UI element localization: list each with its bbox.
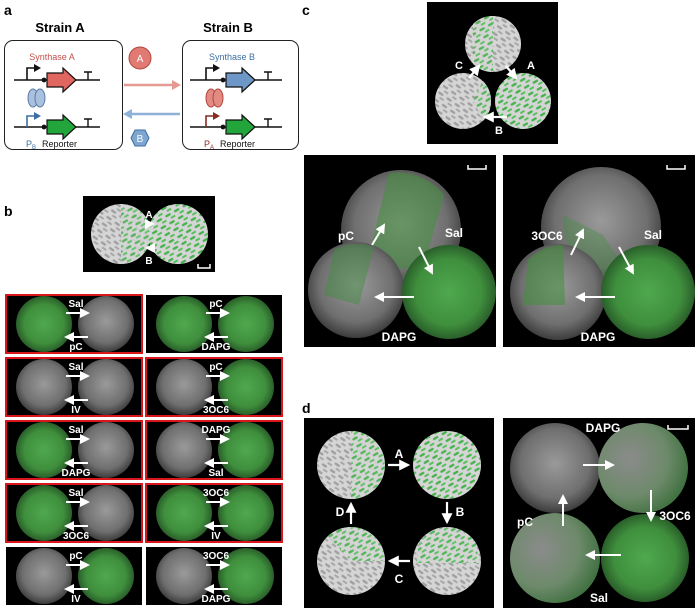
signal-a-label: A (137, 54, 144, 65)
tile-label-bottom: IV (71, 405, 81, 416)
strain-a-reporter-label: Reporter (42, 139, 77, 149)
panel-b-tile: Sal 3OC6 (5, 483, 143, 543)
schematic-b-label-bottom: B (145, 256, 152, 267)
tile-label-bottom: pC (69, 342, 82, 353)
signal-b-label: B (137, 134, 144, 145)
strain-a-receptor-icon (27, 88, 46, 108)
panel-b-tile: Sal pC (5, 294, 143, 354)
panel-a-letter: a (4, 2, 12, 18)
strain-b-reporter-label: Reporter (220, 139, 255, 149)
schematic-d-label-a: A (395, 447, 404, 461)
panel-b-letter: b (4, 203, 13, 219)
schematic-d-label-d: D (336, 505, 345, 519)
panel-c-photo-right: 3OC6 Sal DAPG (503, 155, 695, 347)
schematic-c-label-a: A (527, 60, 535, 72)
signal-a-circle (128, 46, 152, 70)
strain-a-title: Strain A (35, 20, 85, 35)
tile-label-top: pC (69, 551, 82, 562)
tile-label-top: Sal (68, 299, 83, 310)
tile-label-bottom: Sal (208, 468, 223, 479)
schematic-d-label-b: B (456, 505, 465, 519)
tile-label-bottom: IV (211, 531, 221, 542)
svg-text:PB: PB (26, 139, 36, 151)
scale-bar (667, 425, 689, 430)
photo-c-left-label-tr: Sal (445, 226, 463, 240)
synthase-b-label: Synthase B (209, 52, 255, 62)
scale-bar (197, 264, 211, 269)
photo-c-right-label-bottom: DAPG (581, 330, 616, 344)
photo-c-left-label-tl: pC (338, 229, 354, 243)
photo-d-label-bottom: Sal (590, 591, 608, 605)
strain-a-promoter: P (26, 139, 32, 149)
tile-label-bottom: IV (71, 594, 81, 605)
photo-c-right-label-tl: 3OC6 (531, 229, 563, 243)
tile-label-bottom: DAPG (62, 468, 91, 479)
tile-label-bottom: DAPG (202, 594, 231, 605)
schematic-d-label-c: C (395, 572, 404, 586)
tile-label-bottom: 3OC6 (203, 405, 230, 416)
signal-b-hexagon (130, 129, 150, 147)
photo-c-left-label-bottom: DAPG (382, 330, 417, 344)
tile-label-top: Sal (68, 362, 83, 373)
tile-label-top: 3OC6 (203, 488, 230, 499)
panel-d-schematic: A B C D (304, 418, 494, 608)
strain-b-title: Strain B (203, 20, 253, 35)
strain-b-promoter: P (204, 139, 210, 149)
panel-b-tile: pC DAPG (146, 295, 282, 353)
tile-label-top: DAPG (202, 425, 231, 436)
panel-b-tile: pC IV (6, 547, 142, 605)
strain-b-synthase-gene (190, 64, 282, 94)
panel-c-photo-left: pC Sal DAPG (304, 155, 496, 347)
scale-bar (666, 165, 686, 170)
strain-a-promoter-sub: B (32, 145, 36, 151)
panel-b-tile: DAPG Sal (145, 420, 283, 480)
tile-label-bottom: DAPG (202, 342, 231, 353)
tile-label-top: Sal (68, 488, 83, 499)
photo-c-right-label-tr: Sal (644, 228, 662, 242)
panel-d-letter: d (302, 400, 311, 416)
strain-b-reporter-gene (190, 112, 282, 141)
strain-b-promoter-sub: A (210, 145, 214, 151)
tile-label-bottom: 3OC6 (63, 531, 90, 542)
panel-b-tile: pC 3OC6 (145, 357, 283, 417)
strain-a-reporter-gene (14, 112, 100, 141)
photo-d-label-top: DAPG (586, 421, 621, 435)
schematic-c-label-c: C (455, 60, 463, 72)
tile-label-top: 3OC6 (203, 551, 230, 562)
panel-c-schematic: A B C (427, 2, 558, 144)
strain-a-synthase-gene (14, 64, 100, 94)
tile-label-top: Sal (68, 425, 83, 436)
panel-a-diagram: Synthase A PB Reporter Synthase B (14, 46, 282, 151)
panel-d-photo: DAPG pC 3OC6 Sal (503, 418, 695, 608)
panel-b-schematic: A B (83, 196, 215, 272)
photo-d-label-left: pC (517, 515, 533, 529)
tile-label-top: pC (209, 299, 222, 310)
synthase-a-label: Synthase A (29, 52, 75, 62)
schematic-c-label-b: B (495, 125, 503, 137)
panel-c-letter: c (302, 2, 310, 18)
photo-d-label-right: 3OC6 (659, 509, 691, 523)
strain-b-receptor-icon (205, 88, 224, 108)
scale-bar (467, 165, 487, 170)
tile-label-top: pC (209, 362, 222, 373)
schematic-b-label-top: A (145, 210, 152, 221)
svg-text:PA: PA (204, 139, 214, 151)
